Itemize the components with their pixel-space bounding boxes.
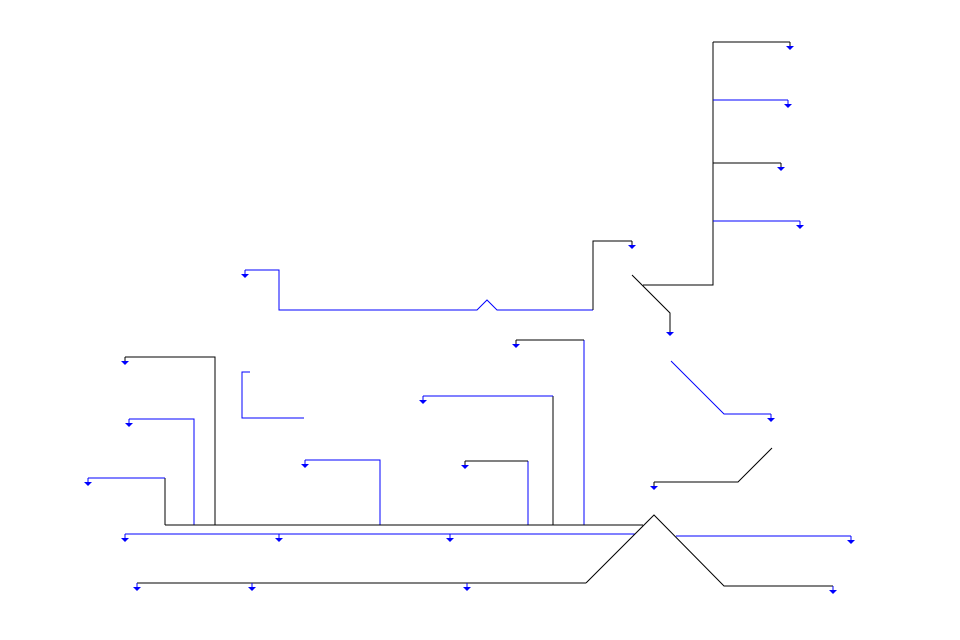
ground-arrow-icon	[777, 167, 785, 171]
ground-arrow-icon	[133, 587, 141, 591]
ground-arrow-icon	[84, 482, 92, 486]
ground-arrow-icon	[512, 344, 520, 348]
ground-arrow-icon	[784, 104, 792, 108]
ground-arrow-icon	[847, 540, 855, 544]
ground-arrow-icon	[248, 587, 256, 591]
connector-line	[241, 371, 304, 419]
ground-arrow-icon	[241, 274, 249, 278]
ground-arrow-icon	[463, 587, 471, 591]
connector-line	[129, 418, 195, 525]
connector-line	[125, 356, 216, 525]
ground-arrow-icon	[275, 538, 283, 542]
connector-line	[670, 360, 771, 415]
ground-arrow-icon	[301, 464, 309, 468]
connector-line	[585, 514, 833, 587]
ground-arrow-icon	[446, 538, 454, 542]
ground-arrow-icon	[121, 538, 129, 542]
ground-arrow-icon	[829, 590, 837, 594]
ground-arrow-icon	[125, 423, 133, 427]
ground-arrow-icon	[121, 361, 129, 365]
connector-line	[631, 274, 671, 328]
connector-line	[245, 269, 593, 311]
ground-arrow-icon	[461, 465, 469, 469]
ground-arrow-icon	[628, 245, 636, 249]
ground-arrow-icon	[666, 332, 674, 336]
connector-line	[592, 240, 632, 310]
ground-arrow-icon	[767, 418, 775, 422]
ground-arrow-icon	[786, 46, 794, 50]
ground-arrow-icon	[796, 225, 804, 229]
connector-line	[305, 459, 381, 525]
ground-arrow-icon	[650, 486, 658, 490]
trunk-line	[643, 42, 714, 286]
connector-line	[654, 447, 773, 483]
ground-arrow-icon	[419, 400, 427, 404]
